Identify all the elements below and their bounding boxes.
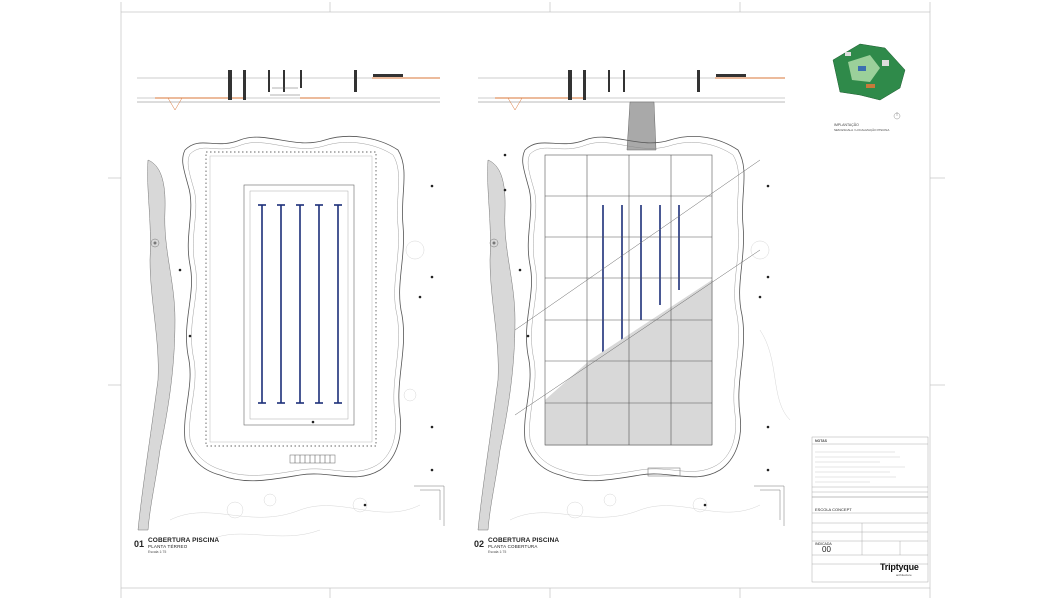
plan-01-subtitle: PLANTA TÉRREO xyxy=(148,544,188,549)
plan-01-roof-outline xyxy=(182,135,405,482)
firm-logo-sub: architecture xyxy=(896,573,912,577)
plan-02-subtitle: PLANTA COBERTURA xyxy=(488,544,538,549)
plan-01-landscape-strip xyxy=(137,159,176,531)
notes-title: NOTAS xyxy=(815,439,827,443)
plan-02-scale: Escala 1:75 xyxy=(488,550,507,554)
drawing-number: 00 xyxy=(822,545,831,554)
plan-01-title: COBERTURA PISCINA xyxy=(148,537,220,544)
drawing-stage: INDICADA xyxy=(815,542,832,546)
plan-02-pool-lanes xyxy=(602,205,680,360)
implantacao-subtitle: SEM ESCALA / LOCALIZAÇÃO PISCINA xyxy=(834,128,890,132)
implantacao-site-map xyxy=(832,43,906,120)
plan-01 xyxy=(137,70,445,541)
plan-01-scale: Escala 1:75 xyxy=(148,550,167,554)
sheet-frame xyxy=(108,2,945,598)
plan-02-landscape-strip xyxy=(477,159,516,531)
title-block xyxy=(811,496,929,583)
plan-01-building-strip xyxy=(137,70,440,111)
plan-01-pool xyxy=(243,184,355,426)
implantacao-title: IMPLANTAÇÃO xyxy=(834,123,859,127)
plan-02-roof-outline xyxy=(522,135,745,482)
plan-02 xyxy=(477,70,791,531)
plan-02-number: 02 xyxy=(474,539,485,549)
plan-01-pool-lanes xyxy=(258,204,342,404)
plan-01-number: 01 xyxy=(134,539,145,549)
plan-02-structural-grid xyxy=(544,154,713,446)
notes-block xyxy=(811,436,929,498)
firm-logo: Triptyque xyxy=(880,562,919,572)
plan-02-title: COBERTURA PISCINA xyxy=(488,537,560,544)
project-name: ESCOLA CONCEPT xyxy=(815,507,852,512)
